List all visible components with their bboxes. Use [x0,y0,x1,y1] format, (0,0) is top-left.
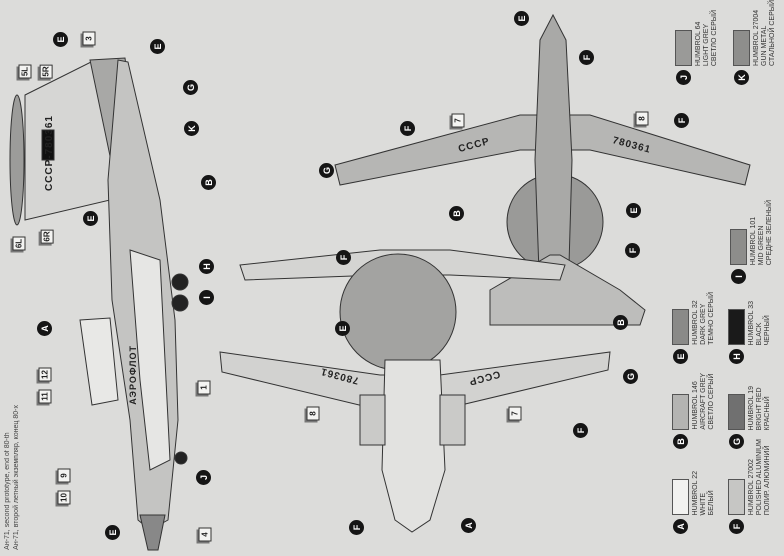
legend-code-marker: K [734,70,749,85]
callout-marker: F [625,243,640,258]
callout-marker: F [336,250,351,265]
callout-marker: E [150,39,165,54]
bottom-engine [359,394,386,446]
side-nose [139,514,166,551]
callout-marker: F [400,121,415,136]
bottom-fuselage [381,359,446,533]
bottom-rotodome [339,253,457,371]
callout-marker: F [573,423,588,438]
callout-marker: F [349,520,364,535]
legend-code-marker: A [673,519,688,534]
callout-marker: H [199,259,214,274]
legend-code-marker: J [676,70,691,85]
color-swatch [672,479,689,515]
legend-code-marker: B [673,434,688,449]
side-view [9,57,189,551]
legend-code-marker: E [673,349,688,364]
callout-marker: B [613,315,628,330]
top-view [334,13,751,326]
side-aeroflot: АЭРОФЛОТ [128,345,138,405]
callout-marker: G [319,163,334,178]
caption-russian: Ан-71, второй летный экземпляр, конец 80… [13,405,20,550]
decal-number: 12 [38,367,52,382]
decal-number: 5R [39,64,53,79]
callout-marker: E [53,32,68,47]
color-swatch [728,479,745,515]
callout-marker: B [201,175,216,190]
callout-marker: E [105,525,120,540]
callout-marker: E [335,321,350,336]
side-nose-wheel [174,451,188,465]
top-fuselage [534,13,573,301]
callout-marker: B [449,206,464,221]
decal-number: 1 [197,380,211,395]
decal-number: 6R [40,229,54,244]
callout-marker: G [623,369,638,384]
color-swatch [728,309,745,345]
decal-number: 3 [82,31,96,46]
decal-number: 5L [18,64,32,79]
bottom-view [219,249,611,533]
callout-marker: K [184,121,199,136]
bottom-engine [439,394,466,446]
decal-number: 4 [198,527,212,542]
callout-marker: A [461,518,476,533]
decal-number: 9 [57,468,71,483]
side-black-panel [41,129,55,161]
callout-marker: E [83,211,98,226]
callout-marker: J [196,470,211,485]
color-swatch [675,30,692,66]
color-swatch [730,229,747,265]
decal-number: 8 [635,111,649,126]
color-swatch [672,394,689,430]
decal-number: 11 [38,389,52,404]
legend-code-marker: F [729,519,744,534]
decal-number: 10 [57,490,71,505]
side-engine-nacelle [79,317,119,406]
callout-marker: A [37,321,52,336]
legend-code-marker: H [729,349,744,364]
callout-marker: I [199,290,214,305]
side-wheel [171,273,189,291]
decal-number: 8 [306,406,320,421]
caption: Ан-71, second prototype, end of 80-th Ан… [3,405,21,550]
color-swatch [728,394,745,430]
decal-number: 6L [12,236,26,251]
side-registration: СССР-780361 [44,115,55,192]
color-swatch [672,309,689,345]
callout-marker: E [514,11,529,26]
side-wheel [171,294,189,312]
color-swatch [733,30,750,66]
caption-english: Ан-71, second prototype, end of 80-th [4,432,11,551]
side-fuselage-lower [129,249,171,471]
callout-marker: F [674,113,689,128]
legend-code-marker: I [731,269,746,284]
callout-marker: E [626,203,641,218]
decal-number: 7 [451,113,465,128]
side-rotodome [9,94,25,226]
callout-marker: F [579,50,594,65]
decal-number: 7 [508,406,522,421]
callout-marker: G [183,80,198,95]
